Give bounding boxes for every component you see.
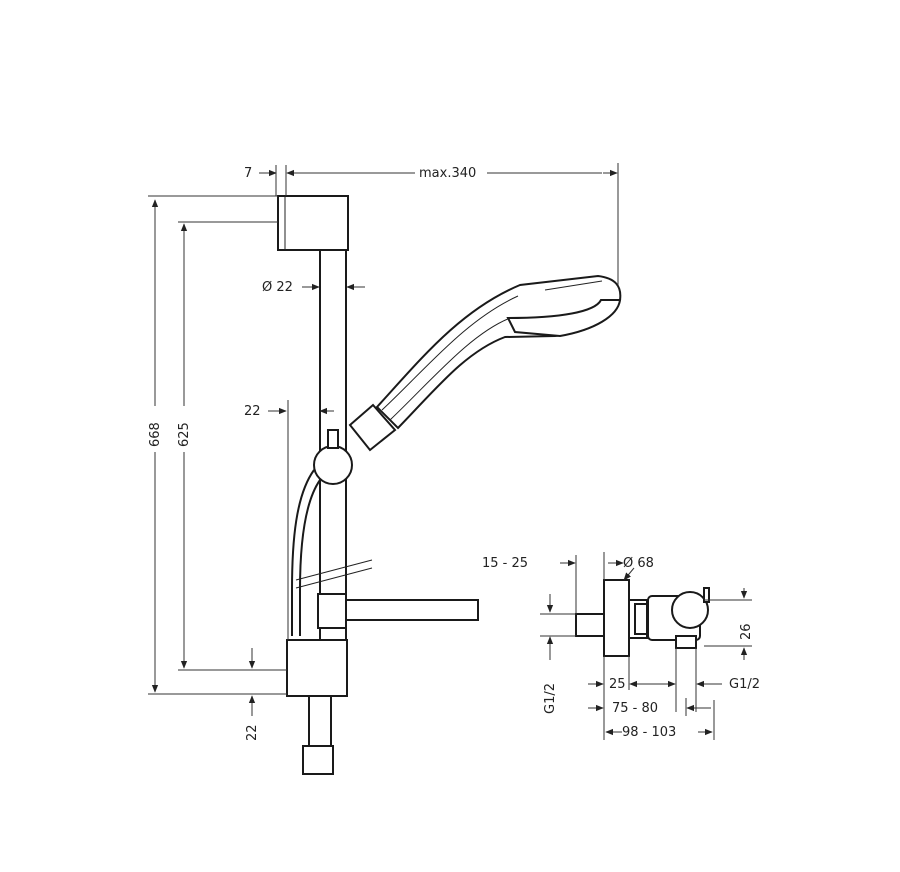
hose-connector	[302, 745, 334, 775]
rail-dimensions: 7 max.340 Ø 22 22 668 625 22	[147, 163, 619, 741]
mixer-rosette	[603, 579, 630, 657]
dim-height-total: 668	[148, 422, 163, 447]
dim-wall-range: 15 - 25	[482, 556, 528, 571]
dim-mixer-height: 26	[739, 623, 754, 640]
shower-rail-assembly	[277, 195, 622, 775]
thermostatic-mixer	[575, 579, 710, 657]
shower-hose	[299, 479, 321, 636]
dim-top-offset: 7	[244, 166, 252, 181]
hand-shower	[348, 274, 622, 452]
dim-rod-offset: 22	[244, 404, 261, 419]
dim-overall-range: 98 - 103	[622, 725, 676, 740]
bottom-wall-bracket	[286, 639, 348, 697]
dim-rosette-diameter: Ø 68	[623, 556, 654, 571]
dim-height-inner: 625	[177, 422, 192, 447]
dim-centres-range: 75 - 80	[612, 701, 658, 716]
dim-max-reach: max.340	[419, 166, 476, 181]
dim-bottom-offset: 22	[245, 724, 260, 741]
dim-rod-diameter: Ø 22	[262, 280, 293, 295]
dim-inlet-thread-left: G1/2	[543, 683, 558, 714]
dim-inlet-thread-right: G1/2	[729, 677, 760, 692]
soap-shelf	[295, 559, 479, 629]
mixer-dimensions: 15 - 25 Ø 68 G1/2 26 25 G1/2 75	[482, 552, 760, 740]
slider-knob	[313, 445, 353, 485]
top-wall-bracket	[277, 195, 349, 251]
mixer-handle	[671, 591, 709, 629]
dim-mixer-depth: 25	[609, 677, 626, 692]
